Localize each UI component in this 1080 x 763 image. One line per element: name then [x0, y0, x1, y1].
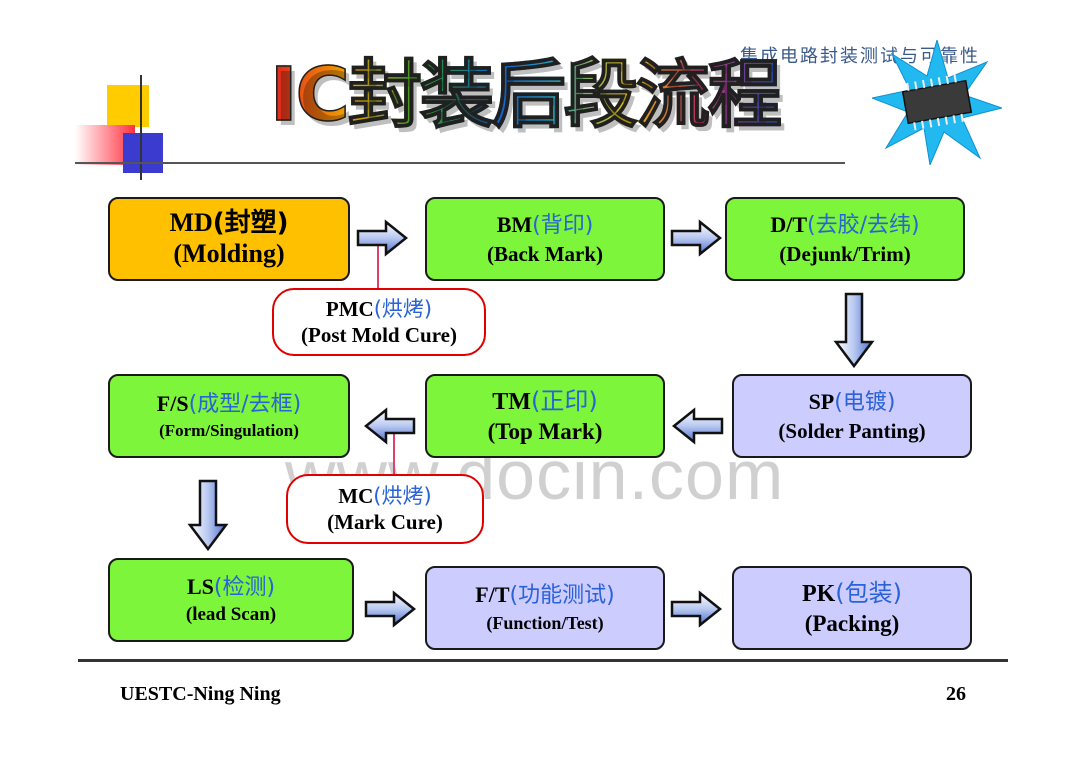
step-bm-code: BM	[496, 211, 533, 237]
step-bm: BM(背印) (Back Mark)	[425, 197, 665, 281]
step-pk: PK(包装) (Packing)	[732, 566, 972, 650]
step-dt-en: (Dejunk/Trim)	[779, 241, 911, 266]
step-bm-en: (Back Mark)	[486, 241, 604, 266]
note-mc: MC(烘烤) (Mark Cure)	[286, 474, 484, 544]
step-md-code: MD	[169, 208, 213, 237]
step-ft-code: F/T	[475, 581, 510, 607]
step-ft: F/T(功能测试) (Function/Test)	[425, 566, 665, 650]
note-pmc-en: (Post Mold Cure)	[301, 323, 457, 347]
step-tm-code: TM	[492, 388, 531, 415]
note-pmc-cn: (烘烤)	[373, 297, 433, 321]
step-fs-cn: (成型/去框)	[188, 391, 302, 417]
page-number: 26	[946, 683, 966, 705]
step-pk-code: PK	[801, 580, 836, 607]
step-fs-en: (Form/Singulation)	[159, 420, 299, 440]
step-fs: F/S(成型/去框) (Form/Singulation)	[108, 374, 350, 458]
step-pk-cn: (包装)	[835, 578, 903, 607]
arrow-right-icon	[670, 590, 723, 628]
chip-star-icon	[872, 40, 1002, 165]
step-bm-cn: (背印)	[532, 212, 594, 238]
step-sp-cn: (电镀)	[834, 389, 896, 415]
step-dt-code: D/T	[770, 211, 808, 237]
step-dt: D/T(去胶/去纬) (Dejunk/Trim)	[725, 197, 965, 281]
step-ls-cn: (检测)	[213, 574, 276, 600]
note-mc-code: MC	[338, 484, 374, 508]
decor-yellow-square	[107, 85, 149, 127]
mc-connector	[393, 432, 395, 477]
footer-author: UESTC-Ning Ning	[120, 683, 281, 705]
step-sp-en: (Solder Panting)	[778, 418, 926, 443]
step-md-en: (Molding)	[173, 239, 285, 268]
step-ls-en: (lead Scan)	[185, 603, 277, 625]
decor-squares	[75, 75, 195, 185]
step-sp: SP(电镀) (Solder Panting)	[732, 374, 972, 458]
arrow-right-icon	[356, 219, 409, 257]
note-mc-en: (Mark Cure)	[327, 510, 443, 534]
decor-blue-square	[123, 133, 163, 173]
footer-rule	[78, 659, 1008, 662]
step-ft-en: (Function/Test)	[486, 612, 604, 633]
arrow-right-icon	[670, 219, 723, 257]
step-ft-cn: (功能测试)	[509, 582, 615, 608]
step-sp-code: SP	[808, 388, 835, 414]
decor-vertical-line	[140, 75, 142, 180]
step-md-cn: (封塑)	[212, 208, 289, 238]
step-ls-code: LS	[186, 573, 214, 599]
step-fs-code: F/S	[156, 390, 189, 416]
note-pmc-code: PMC	[325, 297, 374, 321]
arrow-right-icon	[364, 590, 417, 628]
note-mc-cn: (烘烤)	[373, 484, 432, 508]
step-md: MD(封塑) (Molding)	[108, 197, 350, 281]
page-title: IC封装后段流程	[269, 52, 782, 138]
pmc-connector	[377, 242, 379, 290]
arrow-down-icon	[187, 479, 229, 552]
step-tm: TM(正印) (Top Mark)	[425, 374, 665, 458]
step-dt-cn: (去胶/去纬)	[807, 212, 920, 238]
step-tm-cn: (正印)	[530, 386, 598, 415]
step-ls: LS(检测) (lead Scan)	[108, 558, 354, 642]
arrow-down-icon	[833, 292, 875, 369]
note-pmc: PMC(烘烤) (Post Mold Cure)	[272, 288, 486, 356]
step-pk-en: (Packing)	[804, 610, 900, 636]
step-tm-en: (Top Mark)	[487, 418, 603, 444]
course-subtitle: 集成电路封装测试与可靠性	[740, 46, 980, 67]
header-rule	[75, 162, 845, 164]
